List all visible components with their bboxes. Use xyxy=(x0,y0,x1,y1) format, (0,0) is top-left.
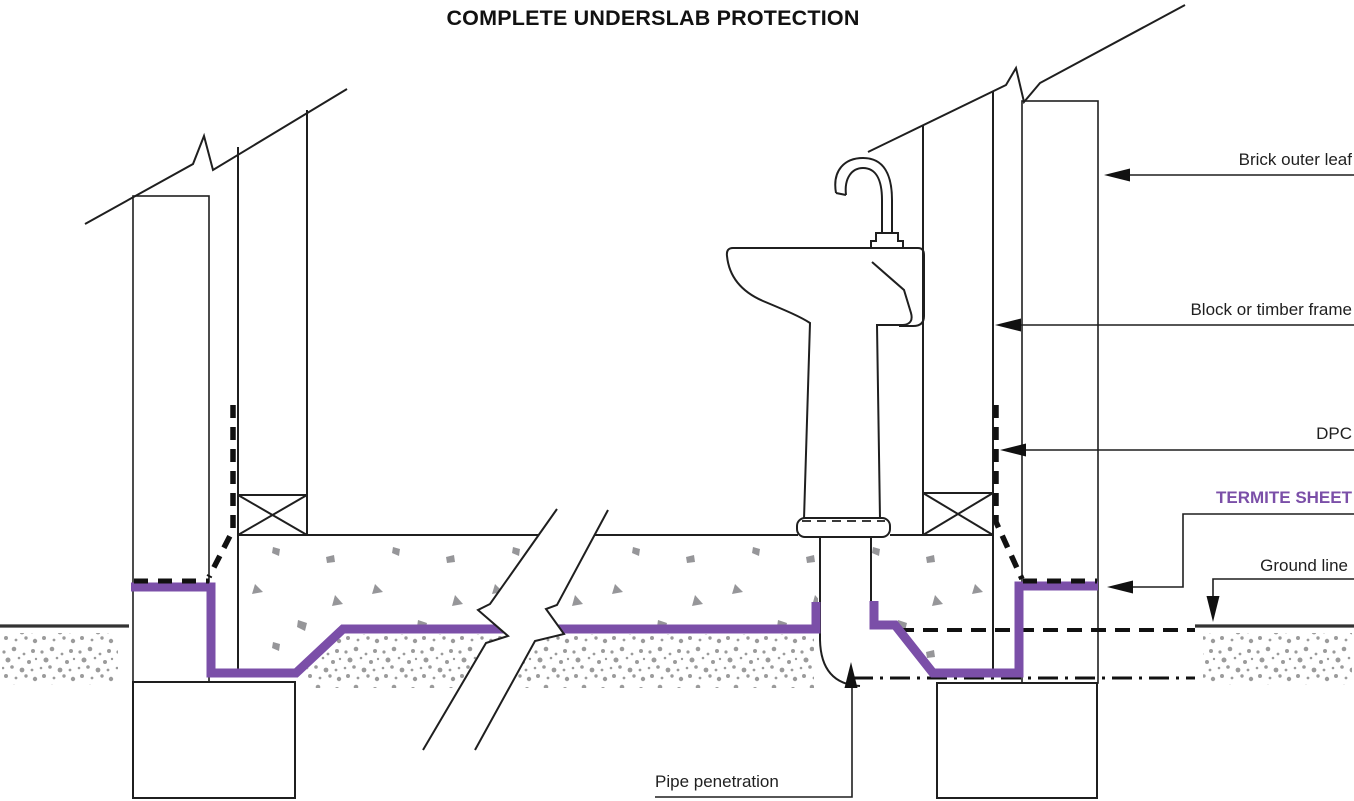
termite-sheet-line xyxy=(131,581,1098,678)
wall-cut-line-right xyxy=(867,4,1186,153)
brick-leaf-right xyxy=(1021,100,1099,684)
label-brick-outer-leaf: Brick outer leaf xyxy=(1238,150,1352,169)
label-ground-line: Ground line xyxy=(1260,556,1348,575)
leader-block-or-timber-frame xyxy=(995,318,1354,332)
leader-brick-outer-leaf xyxy=(1104,168,1354,182)
bearer-plate-right xyxy=(922,492,994,536)
footing-right xyxy=(936,682,1098,799)
arrow-up-icon xyxy=(844,662,858,688)
frame-left xyxy=(237,110,308,495)
arrow-down-icon xyxy=(1206,596,1220,622)
arrow-left-icon xyxy=(995,318,1021,332)
frame-right xyxy=(922,91,994,493)
break-symbol xyxy=(422,508,609,751)
arrow-left-icon xyxy=(1000,443,1026,457)
leader-dpc xyxy=(1000,443,1354,457)
leader-ground-line xyxy=(1206,578,1354,622)
dpc-line-left xyxy=(206,405,236,579)
bearer-plate-left xyxy=(237,494,308,536)
arrow-left-icon xyxy=(1104,168,1130,182)
brick-leaf-left xyxy=(132,195,210,683)
leader-pipe-penetration xyxy=(655,662,858,798)
arrow-left-icon xyxy=(1107,580,1133,594)
leader-termite-sheet xyxy=(1107,513,1354,594)
tap-base xyxy=(870,232,904,249)
dpc-line-right xyxy=(993,405,1025,581)
basin-rear xyxy=(871,261,913,520)
soil-left-exterior xyxy=(2,633,118,685)
label-block-or-timber-frame: Block or timber frame xyxy=(1190,300,1352,319)
tap-spout-end xyxy=(835,192,847,196)
label-termite-sheet: TERMITE SHEET xyxy=(1215,488,1352,507)
label-pipe-penetration: Pipe penetration xyxy=(655,772,779,791)
pedestal-collar xyxy=(796,517,891,538)
basin-bowl xyxy=(725,247,918,520)
soil-under-slab xyxy=(306,634,814,688)
soil-stipple xyxy=(2,633,1352,688)
wall-cut-line-left xyxy=(84,88,348,225)
soil-right-exterior xyxy=(1203,633,1352,685)
pedestal-basin xyxy=(725,156,925,538)
footing-left xyxy=(132,681,296,799)
label-dpc: DPC xyxy=(1316,424,1352,443)
diagram-title: COMPLETE UNDERSLAB PROTECTION xyxy=(446,6,860,30)
